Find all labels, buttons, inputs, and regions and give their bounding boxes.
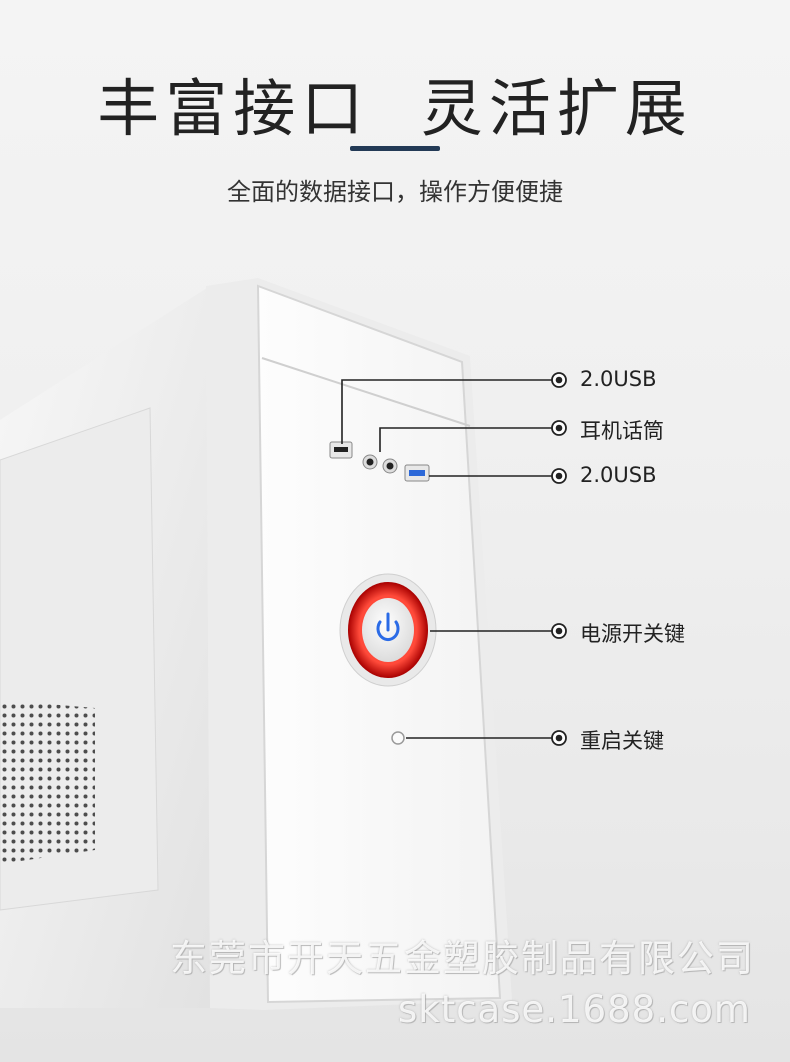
callout-lines	[341, 379, 552, 739]
watermark-site: sktcase.1688.com	[398, 988, 751, 1031]
title-underline	[350, 146, 440, 151]
callout-marker-usb-right	[551, 468, 567, 484]
callout-label-usb-left: 2.0USB	[580, 367, 657, 391]
mic-jack	[386, 462, 394, 470]
callout-marker-power	[551, 623, 567, 639]
callout-markers	[551, 372, 567, 746]
page-subtitle: 全面的数据接口，操作方便便捷	[227, 178, 563, 206]
usb-port-left	[334, 447, 348, 452]
callout-label-power: 电源开关键	[580, 622, 685, 646]
usb-port-right	[409, 470, 425, 476]
callout-marker-audio	[551, 420, 567, 436]
watermark-company: 东莞市开天五金塑胶制品有限公司	[170, 937, 755, 980]
page-title: 丰富接口 灵活扩展	[97, 72, 693, 145]
vent-holes	[0, 700, 95, 864]
power-icon	[376, 612, 400, 642]
callout-label-reset: 重启关键	[580, 729, 664, 753]
callout-label-usb-right: 2.0USB	[580, 463, 657, 487]
front-io-ports	[329, 441, 430, 482]
callout-label-audio: 耳机话筒	[580, 419, 664, 443]
headphone-jack	[366, 458, 374, 466]
power-button[interactable]	[339, 573, 437, 687]
reset-button[interactable]	[391, 731, 405, 745]
callout-marker-reset	[551, 730, 567, 746]
case-side-panel	[0, 286, 210, 1008]
callout-marker-usb-left	[551, 372, 567, 388]
